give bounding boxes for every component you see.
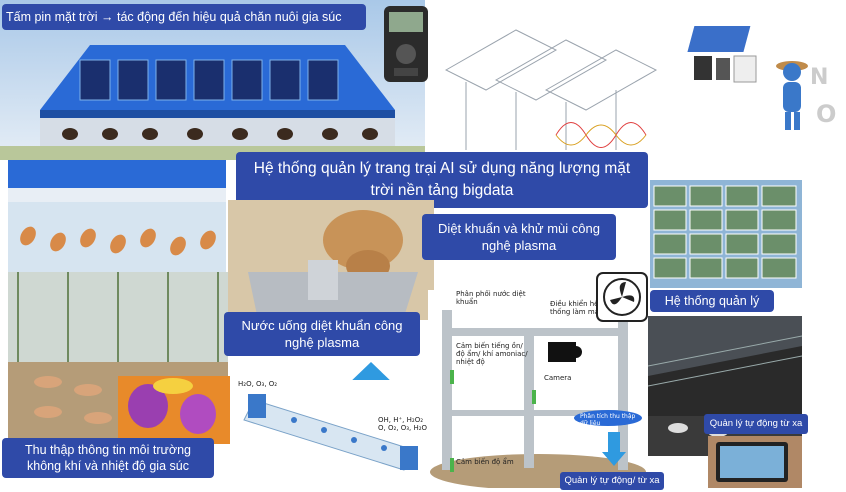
data-collection-text: Phân tích thu thập dữ liệu [580,413,636,427]
pig-barn-roof-image [8,160,226,272]
down-arrow-icon [602,432,626,466]
auto-remote-label: Quản lý tự động/ từ xa [560,472,664,490]
person-no-icon: N O [772,44,842,134]
water-dist-text: Phân phối nước diệt khuẩn [456,290,526,307]
camera-text: Camera [544,374,572,382]
chem-right-text: OH, H⁺, H₂O₂ O, O₂, O₃, H₂O [378,416,428,433]
main-title: Hệ thống quản lý trang trại AI sử dụng n… [236,152,648,208]
monitoring-screens-image [650,180,802,288]
thermal-image [118,376,230,444]
plasma-tube-diagram: H₂O, O₃, O₂ OH, H⁺, H₂O₂ O, O₂, O₃, H₂O [234,380,430,482]
humidity-sensor-text: Cảm biến độ ẩm [456,458,514,466]
chem-left-text: H₂O, O₃, O₂ [238,380,278,388]
sensors-text: Cảm biến tiếng ồn/ độ ẩm/ khí amoniac/ n… [456,342,528,367]
tablet-hand-image [708,436,802,488]
solar-impact-label: Tấm pin mặt trời → tác động đến hiệu quả… [2,4,366,30]
fan-icon [596,272,648,322]
cooling-control-text: Điều khiển hệ thống làm mát [550,300,602,317]
env-data-label: Thu thập thông tin môi trường không khí … [2,438,214,478]
plasma-deodor-label: Diệt khuẩn và khử mùi công nghệ plasma [422,214,616,260]
barn-interior-image [648,316,802,456]
plasma-water-label: Nước uống diệt khuẩn công nghệ plasma [224,312,420,356]
solar-structure-image [436,10,662,160]
cow-water-trough-image [228,200,434,320]
svg-text:O: O [816,100,836,128]
svg-text:N: N [810,65,828,90]
remote-management-label: Quản lý tự động từ xa [704,414,808,434]
meter-device-image [380,4,432,84]
management-system-label: Hệ thống quản lý [650,290,774,312]
equipment-image [686,20,766,90]
